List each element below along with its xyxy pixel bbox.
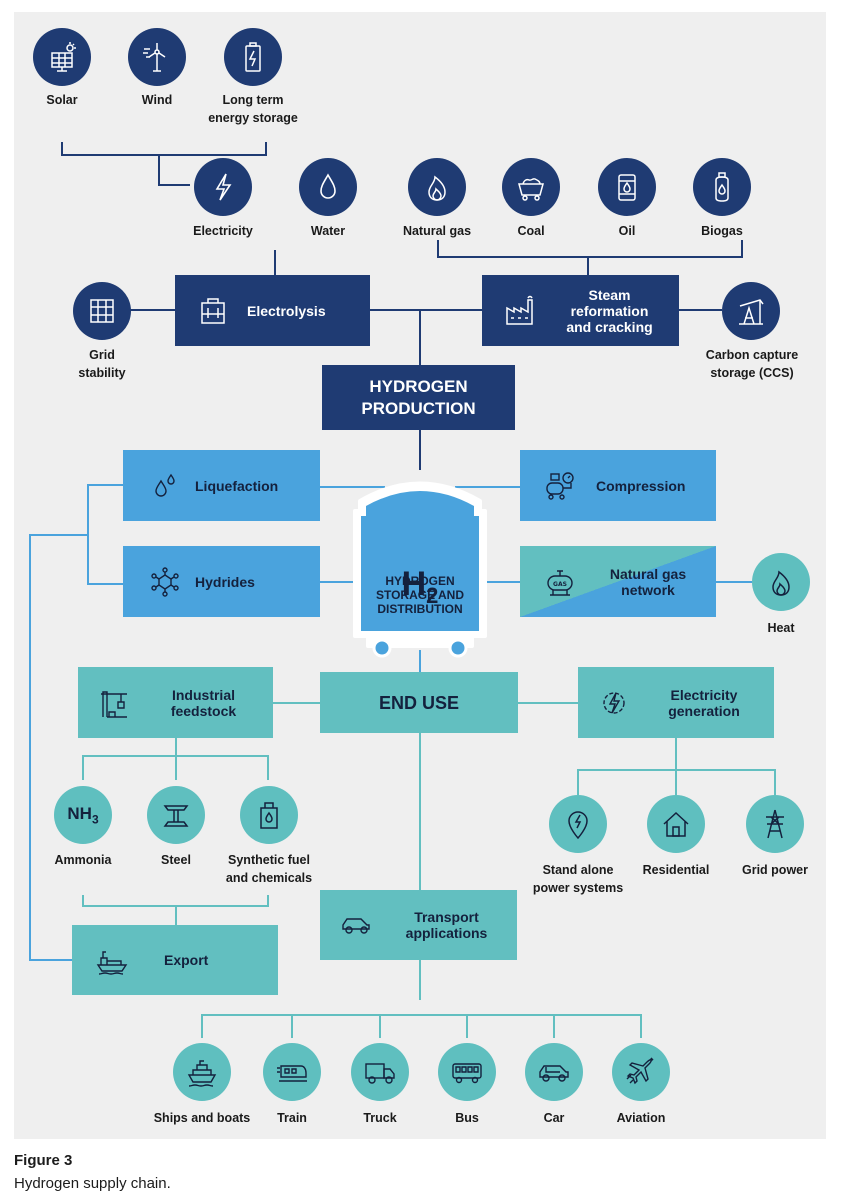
export-label: Export	[164, 952, 209, 968]
gas-tank-icon: GAS	[540, 562, 580, 602]
steam-reformation-box: Steam reformation and cracking	[482, 275, 679, 346]
gear-bolt-icon	[594, 683, 634, 723]
steam-reformation-label: Steam reformation and cracking	[566, 286, 653, 335]
heat-flame-icon	[752, 553, 810, 611]
h2-symbol: H	[401, 565, 427, 603]
airplane-icon	[612, 1043, 670, 1101]
bus-icon	[438, 1043, 496, 1101]
end-use-box: END USE	[320, 672, 518, 733]
oil-barrel-icon	[598, 158, 656, 216]
ammonia-icon: NH3	[54, 786, 112, 844]
liquefaction-label: Liquefaction	[195, 477, 279, 494]
pylon-icon	[746, 795, 804, 853]
car-label: Car	[543, 1111, 565, 1125]
hydrogen-tank	[353, 481, 487, 658]
location-bolt-icon	[549, 795, 607, 853]
wind-turbine-icon	[128, 28, 186, 86]
hydrides-label: Hydrides	[195, 573, 255, 590]
ship-icon	[173, 1043, 231, 1101]
electrolysis-box: Electrolysis	[175, 275, 370, 346]
oil-label: Oil	[618, 224, 636, 238]
heat-label: Heat	[767, 621, 795, 635]
natural-gas-network-label: Natural gas network	[609, 565, 687, 598]
solar-label: Solar	[46, 93, 78, 107]
hydrides-box: Hydrides	[123, 546, 320, 617]
house-icon	[647, 795, 705, 853]
synthetic-fuel-label: Synthetic fuel and chemicals	[225, 853, 313, 885]
crane-icon	[94, 683, 134, 723]
truck-label: Truck	[363, 1111, 397, 1125]
water-drop-icon	[299, 158, 357, 216]
ammonia-label: Ammonia	[54, 853, 112, 867]
residential-label: Residential	[642, 863, 710, 877]
ccs-label: Carbon capture storage (CCS)	[705, 348, 799, 380]
stand-alone-label: Stand alone power systems	[532, 863, 624, 895]
flame-icon	[408, 158, 466, 216]
grid-icon	[73, 282, 131, 340]
truck-icon	[351, 1043, 409, 1101]
water-label: Water	[310, 224, 346, 238]
figure-label: Figure 3	[14, 1152, 73, 1169]
molecule-icon	[145, 562, 185, 602]
long-term-storage-label: Long term energy storage	[208, 93, 298, 125]
figure-caption: Hydrogen supply chain.	[14, 1175, 171, 1192]
coal-label: Coal	[517, 224, 545, 238]
aviation-label: Aviation	[616, 1111, 666, 1125]
grid-stability-label: Grid stability	[78, 348, 126, 380]
h2-subscript: 2	[426, 582, 439, 608]
biogas-label: Biogas	[701, 224, 743, 238]
natural-gas-label: Natural gas	[402, 224, 472, 238]
compression-label: Compression	[596, 477, 686, 494]
compression-box: Compression	[520, 450, 716, 521]
transport-box: Transport applications	[320, 890, 517, 960]
cargo-ship-icon	[92, 940, 132, 980]
transport-label: Transport applications	[405, 909, 488, 941]
lightning-icon	[194, 158, 252, 216]
hydrogen-production-title: HYDROGEN PRODUCTION	[361, 376, 476, 418]
industrial-feedstock-label: Industrial feedstock	[170, 686, 237, 719]
nh3-text: NH	[67, 803, 92, 823]
battery-icon	[224, 28, 282, 86]
bus-label: Bus	[455, 1111, 479, 1125]
train-icon	[263, 1043, 321, 1101]
train-label: Train	[277, 1111, 307, 1125]
wind-label: Wind	[141, 93, 173, 107]
industrial-feedstock-box: Industrial feedstock	[78, 667, 273, 738]
electrolysis-label: Electrolysis	[247, 302, 326, 319]
electrolyser-icon	[193, 291, 233, 331]
fuel-can-icon	[240, 786, 298, 844]
ships-label: Ships and boats	[153, 1111, 251, 1125]
car-icon	[525, 1043, 583, 1101]
coal-cart-icon	[502, 158, 560, 216]
factory-icon	[500, 291, 540, 331]
h2-formula: H2	[370, 527, 470, 615]
hydrogen-production-box: HYDROGEN PRODUCTION	[322, 365, 515, 430]
droplets-icon	[145, 466, 185, 506]
compressor-icon	[540, 466, 580, 506]
liquefaction-box: Liquefaction	[123, 450, 320, 521]
electricity-generation-box: Electricity generation	[578, 667, 774, 738]
nh3-subscript: 3	[91, 812, 99, 827]
transport-car-icon	[336, 905, 376, 945]
gas-cylinder-icon	[693, 158, 751, 216]
steel-label: Steel	[161, 853, 191, 867]
end-use-title: END USE	[378, 692, 459, 713]
natural-gas-network-box: GAS Natural gas network	[520, 546, 716, 617]
electricity-generation-label: Electricity generation	[668, 686, 740, 719]
export-box: Export	[72, 925, 278, 995]
grid-power-label: Grid power	[742, 863, 808, 877]
electricity-label: Electricity	[193, 224, 253, 238]
h2-storage-title: HYDROGEN STORAGE AND DISTRIBUTION	[375, 574, 464, 616]
svg-text:GAS: GAS	[553, 581, 567, 588]
pump-jack-icon	[722, 282, 780, 340]
steel-beam-icon	[147, 786, 205, 844]
solar-panel-icon	[33, 28, 91, 86]
